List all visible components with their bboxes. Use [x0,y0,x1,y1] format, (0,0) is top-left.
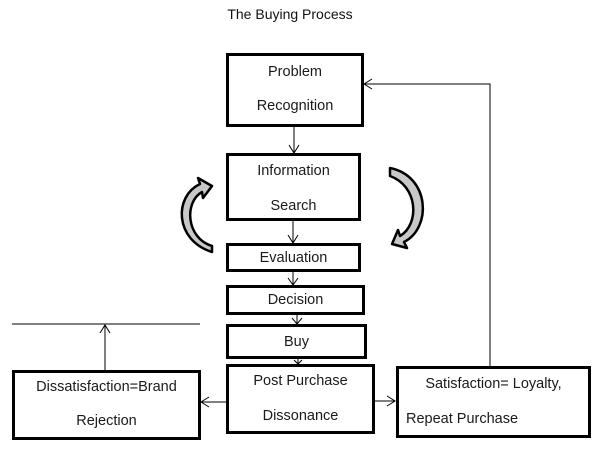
stage-post-purchase-line1: Post Purchase [253,373,348,389]
stage-evaluation-label: Evaluation [259,249,328,266]
stage-post-purchase-dissonance: Post Purchase Dissonance [226,364,375,434]
stage-decision: Decision [226,285,365,315]
arrow-dissatisfaction-up [99,324,111,370]
stage-buy: Buy [226,324,367,359]
arrow-satisfaction-feedback [363,78,491,366]
arrow-post-purchase-to-satisfaction [374,395,396,407]
outcome-dissatisfaction: Dissatisfaction=Brand Rejection [12,370,201,440]
outcome-satisfaction: Satisfaction= Loyalty, Repeat Purchase [396,366,591,438]
arrow-evaluation-to-decision [287,271,299,286]
arrow-post-purchase-to-dissatisfaction [200,396,226,408]
stage-information-search-line1: Information [257,163,330,179]
outcome-dissatisfaction-line1: Dissatisfaction=Brand [36,379,177,395]
arrow-problem-to-info [288,126,300,154]
stage-information-search: Information Search [226,153,361,221]
outcome-satisfaction-line2: Repeat Purchase [406,411,519,427]
stage-buy-label: Buy [284,333,309,350]
stage-problem-recognition: Problem Recognition [226,53,364,127]
stage-problem-recognition-line2: Recognition [256,98,334,114]
diagram-title: The Buying Process [227,6,353,22]
stage-post-purchase-line2: Dissonance [262,408,339,424]
stage-problem-recognition-line1: Problem [268,64,322,80]
arrow-decision-to-buy [291,314,303,325]
outcome-dissatisfaction-line2: Rejection [76,413,137,429]
arrow-info-to-evaluation [287,220,299,244]
outcome-satisfaction-line1: Satisfaction= Loyalty, [425,376,562,392]
curved-arrow-left-icon [180,176,214,254]
stage-information-search-line2: Search [270,198,317,214]
stage-decision-label: Decision [267,292,324,308]
stage-evaluation: Evaluation [226,243,361,272]
curved-arrow-right-icon [388,166,425,250]
